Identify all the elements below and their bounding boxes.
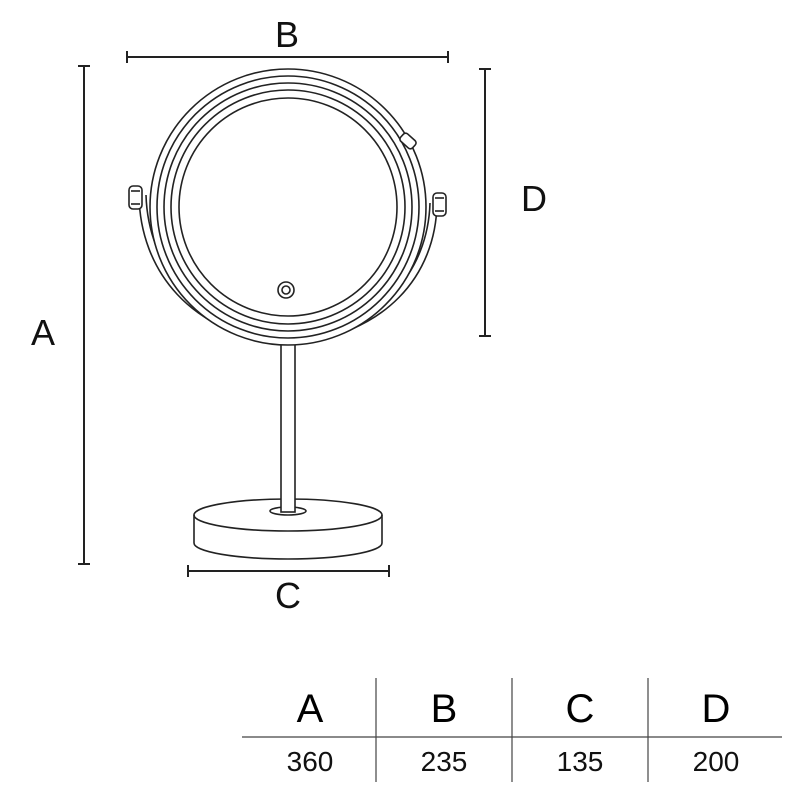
dimension-c-label: C: [275, 575, 301, 616]
side-button-icon: [399, 132, 417, 150]
mirror-base: [193, 498, 383, 560]
dimension-a: [78, 65, 90, 565]
table-value-d: 200: [693, 746, 740, 777]
table-value-c: 135: [557, 746, 604, 777]
mirror-illustration: [128, 68, 447, 560]
dimension-c: [187, 565, 390, 577]
table-header-a: A: [297, 687, 324, 731]
dimension-table: A B C D 360 235 135 200: [242, 678, 782, 782]
table-header-c: C: [566, 687, 595, 731]
mirror-head: [149, 68, 427, 346]
dimension-b-label: B: [275, 14, 299, 55]
dimension-d-label: D: [521, 178, 547, 219]
dimension-d: [479, 68, 491, 337]
dimension-a-label: A: [31, 312, 55, 353]
table-header-d: D: [702, 687, 731, 731]
table-value-a: 360: [287, 746, 334, 777]
table-header-b: B: [431, 687, 458, 731]
touch-power-button-icon: [277, 281, 295, 299]
left-pivot-knob: [128, 185, 143, 210]
right-pivot-knob: [432, 192, 447, 217]
table-value-b: 235: [421, 746, 468, 777]
dimension-b: [126, 51, 449, 63]
mirror-post: [277, 335, 299, 513]
